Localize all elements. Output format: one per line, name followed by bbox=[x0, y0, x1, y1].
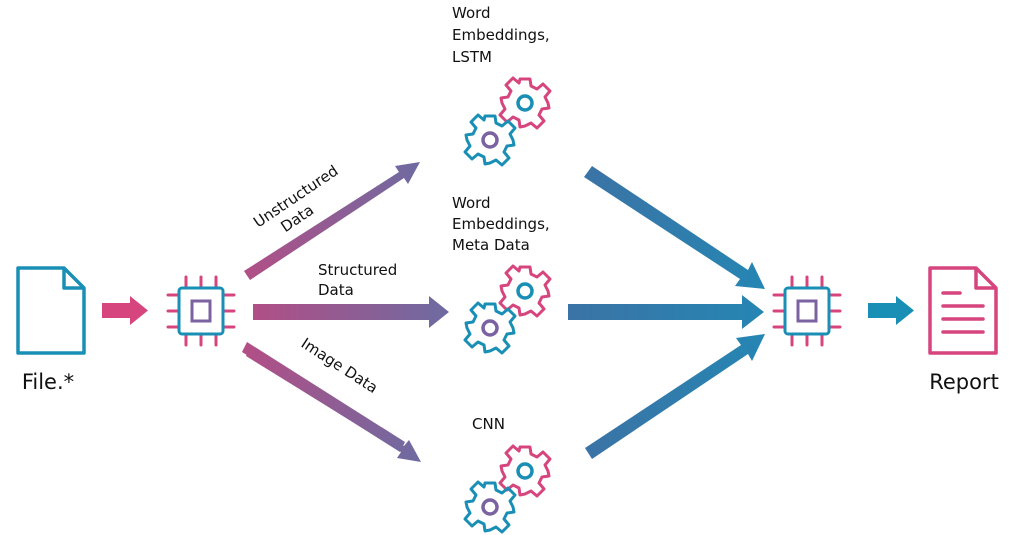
image-model-gears-icon bbox=[463, 444, 552, 534]
unstructured-data-arrow bbox=[244, 162, 420, 280]
report-label: Report bbox=[929, 370, 999, 394]
text-model-label-line1: Word bbox=[452, 4, 491, 22]
input-arrow bbox=[102, 296, 148, 325]
file-icon bbox=[16, 266, 86, 355]
text-model-output-arrow bbox=[584, 166, 765, 289]
structured-label-line1: Structured bbox=[318, 261, 397, 279]
meta-model-label-line3: Meta Data bbox=[452, 236, 530, 254]
aggregator-chip-icon bbox=[772, 275, 842, 347]
text-model-label-line2: Embeddings, bbox=[452, 26, 550, 44]
image-model-label: CNN bbox=[472, 415, 505, 433]
meta-model-label-line2: Embeddings, bbox=[452, 215, 550, 233]
file-label: File.* bbox=[22, 370, 74, 394]
meta-model-label-line1: Word bbox=[452, 194, 491, 212]
meta-model-gears-icon bbox=[463, 264, 552, 355]
meta-model-output-arrow bbox=[568, 295, 764, 329]
image-model-output-arrow bbox=[585, 334, 765, 459]
processor-chip-icon bbox=[166, 275, 236, 347]
text-model-label-line3: LSTM bbox=[452, 48, 492, 66]
image-data-arrow bbox=[242, 342, 421, 462]
structured-data-arrow bbox=[253, 296, 449, 328]
report-document-icon bbox=[928, 266, 998, 355]
structured-label-line2: Data bbox=[318, 281, 354, 299]
text-model-gears-icon bbox=[463, 76, 552, 167]
output-arrow bbox=[868, 296, 914, 325]
